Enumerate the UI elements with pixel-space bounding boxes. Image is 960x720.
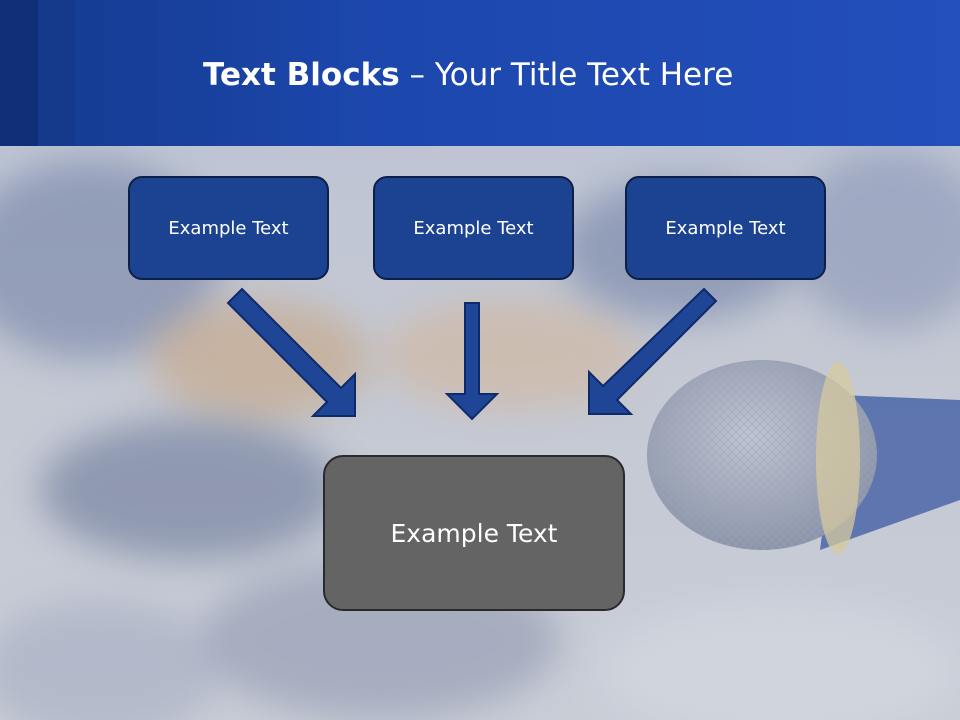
header-stripe bbox=[38, 0, 75, 146]
text-block-label: Example Text bbox=[665, 217, 786, 239]
title-dash: – bbox=[409, 57, 426, 93]
target-block[interactable]: Example Text bbox=[323, 455, 625, 611]
title-bar: Text Blocks – Your Title Text Here bbox=[0, 0, 960, 146]
text-block-3[interactable]: Example Text bbox=[625, 176, 826, 280]
slide-title-bold: Text Blocks bbox=[203, 57, 400, 93]
text-block-1[interactable]: Example Text bbox=[128, 176, 329, 280]
header-stripe bbox=[0, 0, 38, 146]
target-block-label: Example Text bbox=[390, 518, 558, 548]
text-block-label: Example Text bbox=[413, 217, 534, 239]
slide-title: Text Blocks – Your Title Text Here bbox=[203, 54, 733, 96]
slide-title-rest: Your Title Text Here bbox=[434, 57, 734, 93]
text-block-2[interactable]: Example Text bbox=[373, 176, 574, 280]
text-block-label: Example Text bbox=[168, 217, 289, 239]
